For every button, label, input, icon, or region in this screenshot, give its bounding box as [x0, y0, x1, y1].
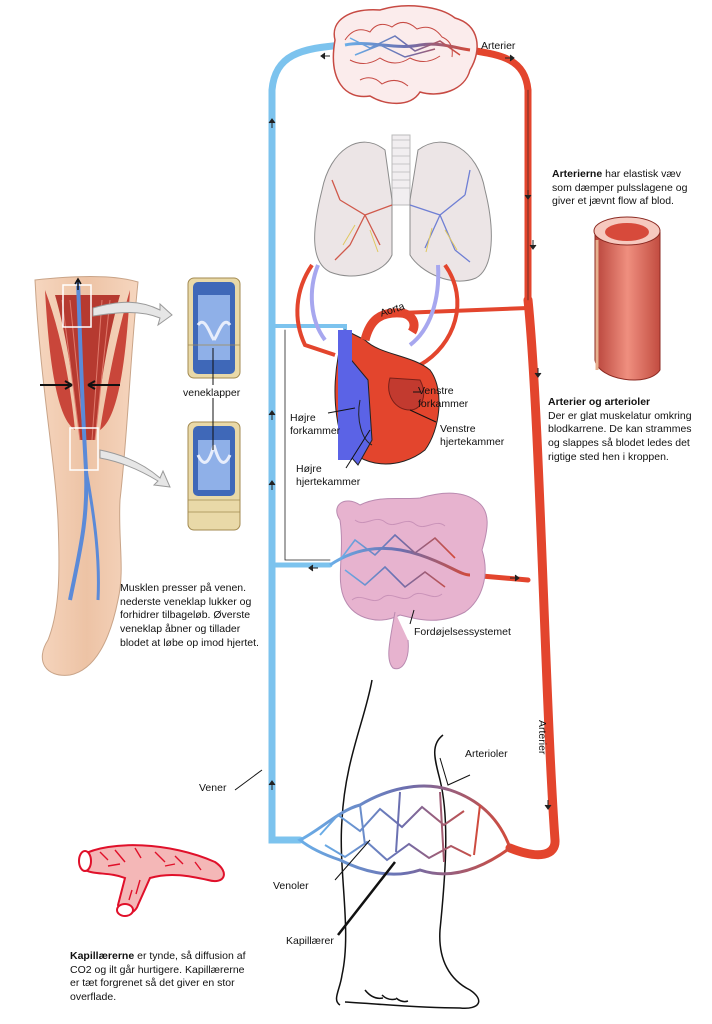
valve-open-image: [187, 277, 241, 379]
text-arterioler-body: Der er glat muskelatur omkring blodkarre…: [548, 409, 692, 463]
leg-anatomy: [34, 275, 139, 676]
text-arterierne-bold: Arterierne: [552, 168, 603, 180]
artery-tube-image: [593, 216, 661, 381]
lungs: [314, 134, 492, 282]
label-arterioler: Arterioler: [465, 748, 508, 760]
valve-closed-image: [187, 421, 241, 531]
brain: [332, 5, 478, 105]
text-arterierne-body: har elastisk væv som dæmper pulsslagene …: [552, 168, 688, 208]
label-hojre-forkammer: Højre forkammer: [290, 412, 341, 438]
label-vener: Vener: [199, 782, 227, 794]
label-kapillaerer: Kapillærer: [286, 935, 334, 947]
intestine: [329, 492, 488, 670]
text-musklen: Musklen presser på venen. nederste venek…: [120, 582, 259, 649]
valve-connectors: [92, 301, 173, 488]
flow-arrows: [268, 52, 552, 810]
text-arterioler-title: Arterier og arterioler: [548, 396, 651, 408]
text-kapillaerer: Kapillærerne er tynde, så diffusion af C…: [70, 950, 255, 1005]
label-venoler: Venoler: [273, 880, 309, 892]
label-arterier-side: Arterier: [536, 720, 548, 755]
text-kapillaerer-bold: Kapillærerne: [70, 950, 135, 962]
label-fordojelsessystemet: Fordøjelsessystemet: [414, 626, 511, 638]
text-arterierne: Arterierne har elastisk væv som dæmper p…: [552, 168, 702, 209]
pointer-lines: [212, 348, 471, 936]
heart: [295, 263, 460, 466]
label-veneklapper: veneklapper: [183, 387, 241, 399]
label-arterier-top: Arterier: [481, 40, 516, 52]
text-arterioler: Arterier og arterioler Der er glat muske…: [548, 396, 703, 464]
text-kapillaerer-body: er tynde, så diffusion af CO2 og ilt går…: [70, 950, 246, 1003]
label-venstre-hjertekammer: Venstre hjertekammer: [440, 423, 505, 449]
leg-outline: [335, 679, 480, 1009]
artery-loop: [398, 46, 560, 860]
label-hojre-hjertekammer: Højre hjertekammer: [296, 463, 361, 489]
label-venstre-forkammer: Venstre forkammer: [418, 385, 469, 411]
capillary-network: [297, 784, 512, 876]
capillary-image: [78, 844, 225, 917]
